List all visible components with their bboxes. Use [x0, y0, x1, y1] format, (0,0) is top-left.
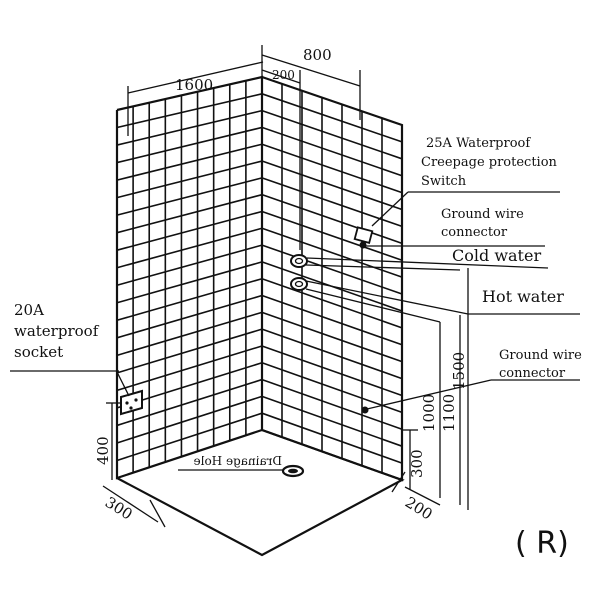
- switch-leader: [371, 191, 409, 227]
- dimension-1600: 1600: [127, 61, 264, 136]
- tile-line-horizontal: [261, 294, 403, 346]
- switch-label-line2: Creepage protection: [421, 155, 558, 170]
- tile-line-horizontal: [116, 193, 263, 234]
- tile-line-horizontal: [261, 378, 403, 431]
- tile-line-horizontal: [261, 345, 403, 397]
- drain-icon: [281, 464, 305, 478]
- hot-water-label: Hot water: [482, 287, 564, 306]
- tile-line-horizontal: [261, 277, 403, 329]
- height-dimension-lines: [402, 268, 469, 510]
- tile-line-horizontal: [261, 227, 403, 278]
- socket-icon: [120, 389, 143, 416]
- tile-line-horizontal: [116, 395, 263, 444]
- dimension-800-label: 800: [303, 46, 332, 64]
- switch-box-icon: [353, 226, 374, 249]
- tile-line-horizontal: [116, 177, 263, 216]
- tile-line-horizontal: [116, 93, 263, 129]
- ground-lower-label-line1: Ground wire: [499, 348, 582, 363]
- tile-line-horizontal: [116, 277, 263, 322]
- tile-line-horizontal: [116, 160, 263, 199]
- height-1000-label: 1000: [420, 394, 438, 432]
- right-wall-outline: [261, 75, 404, 482]
- ground-lower-dot: [361, 406, 369, 414]
- dimension-800: 800: [261, 45, 361, 120]
- tile-line-horizontal: [116, 345, 263, 392]
- tile-line-horizontal: [261, 362, 403, 414]
- tile-line-horizontal: [261, 412, 403, 464]
- socket-label-line1: 20A: [14, 301, 44, 319]
- tile-line-horizontal: [116, 143, 263, 181]
- tile-line-horizontal: [116, 261, 263, 304]
- tile-line-horizontal: [116, 126, 263, 164]
- floor-200-label: 200: [402, 493, 436, 523]
- tile-line-horizontal: [261, 143, 403, 194]
- tile-line-horizontal: [116, 311, 263, 357]
- tile-line-horizontal: [261, 395, 403, 447]
- cold-valve-icon: [290, 254, 308, 268]
- ground-lower-label-line2: connector: [499, 366, 566, 381]
- hot-water-leader-a: [305, 280, 469, 315]
- socket-label-line3: socket: [14, 343, 63, 361]
- ground-lower-leader: [366, 379, 492, 410]
- left-wall-tile-grid: [116, 80, 263, 473]
- socket-label-line2: waterproof: [14, 322, 100, 340]
- cold-water-label: Cold water: [452, 246, 541, 265]
- cold-water-leader-b: [305, 264, 461, 271]
- right-wall-tile-grid: [261, 83, 403, 473]
- hot-valve-icon: [290, 277, 308, 291]
- tile-line-horizontal: [116, 294, 263, 339]
- tile-line-horizontal: [261, 126, 403, 177]
- height-300-label: 300: [408, 449, 426, 478]
- floor-dimension-300: [102, 485, 166, 528]
- tile-line-horizontal: [116, 227, 263, 269]
- ground-upper-label-line1: Ground wire: [441, 207, 524, 222]
- tile-line-horizontal: [116, 210, 263, 251]
- switch-label-line1: 25A Waterproof: [426, 136, 531, 151]
- tile-line-horizontal: [261, 193, 403, 245]
- switch-label-line3: Switch: [421, 174, 467, 189]
- cold-water-leader-a: [306, 257, 549, 269]
- floor-outline: [116, 428, 405, 557]
- tile-line-horizontal: [116, 328, 263, 374]
- tile-line-horizontal: [261, 109, 403, 160]
- tile-line-horizontal: [261, 244, 403, 295]
- height-1500-label: 1500: [450, 352, 468, 390]
- ground-upper-label-line2: connector: [441, 225, 508, 240]
- dimension-1600-label: 1600: [175, 76, 213, 94]
- tile-line-horizontal: [116, 412, 263, 462]
- tile-line-horizontal: [261, 328, 403, 380]
- height-400-label: 400: [94, 436, 112, 465]
- dimension-200-top: 200: [261, 68, 301, 250]
- hot-water-leader-b: [305, 288, 441, 323]
- socket-leader: [116, 371, 130, 397]
- floor-dimension-200: [391, 471, 441, 506]
- floor-300-label: 300: [102, 493, 136, 523]
- tile-line-horizontal: [261, 177, 403, 228]
- dimension-200-top-label: 200: [272, 68, 295, 82]
- variant-label: ( R): [515, 526, 569, 561]
- drainage-label: Drainage Hole: [194, 454, 282, 468]
- tile-line-horizontal: [261, 93, 403, 143]
- tile-line-horizontal: [116, 244, 263, 287]
- tile-line-horizontal: [261, 311, 403, 363]
- tile-line-horizontal: [116, 378, 263, 427]
- tile-line-horizontal: [261, 210, 403, 261]
- tile-line-horizontal: [116, 109, 263, 146]
- height-1100-label: 1100: [440, 394, 458, 432]
- tile-line-horizontal: [261, 160, 403, 211]
